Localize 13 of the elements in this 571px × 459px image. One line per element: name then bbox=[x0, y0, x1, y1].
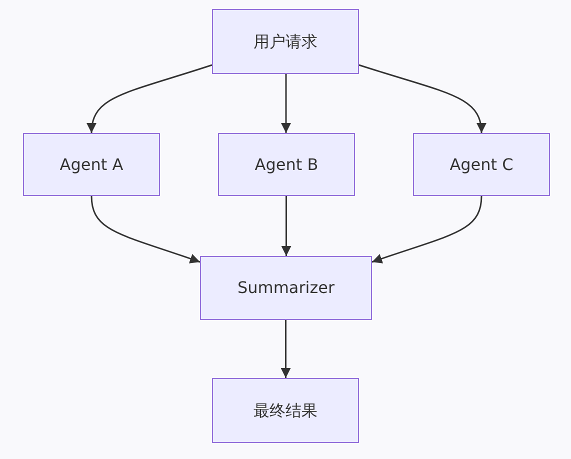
arrow bbox=[280, 320, 291, 378]
process-box: Agent B bbox=[218, 133, 355, 196]
arrow bbox=[90, 196, 200, 264]
process-box: Agent A bbox=[23, 133, 160, 196]
process-box: 最终结果 bbox=[212, 378, 359, 443]
arrow bbox=[281, 74, 291, 133]
arrow bbox=[358, 64, 486, 134]
arrow bbox=[281, 196, 292, 256]
arrow bbox=[372, 196, 482, 264]
arrow bbox=[87, 64, 212, 134]
process-box: Summarizer bbox=[200, 256, 372, 320]
process-box: Agent C bbox=[413, 133, 550, 196]
process-box: 用户请求 bbox=[212, 9, 359, 74]
